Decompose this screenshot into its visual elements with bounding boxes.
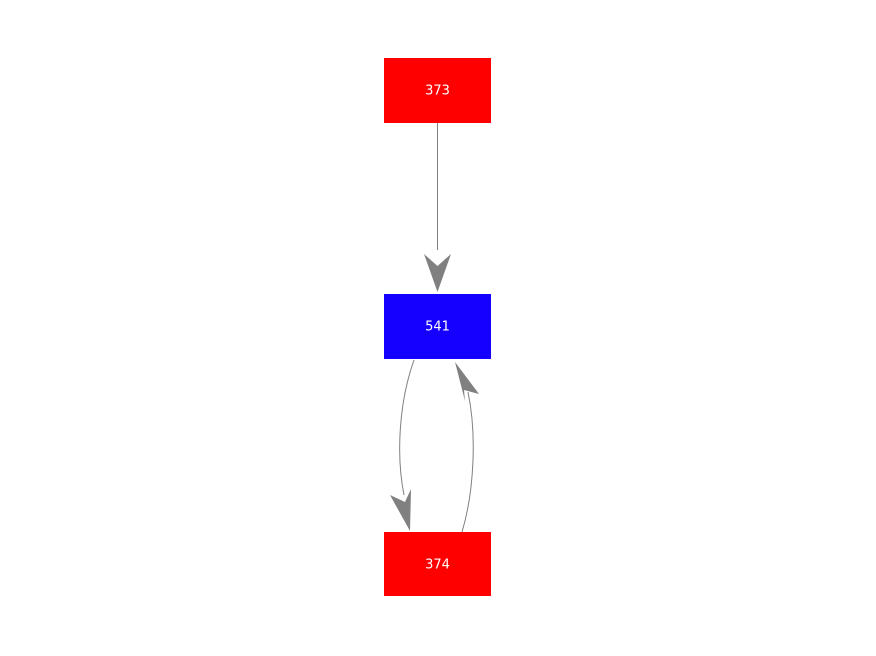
node-group: 373 541 374 <box>384 58 491 596</box>
edge-line <box>399 359 415 496</box>
node-541-rect[interactable] <box>384 294 491 359</box>
edge-line <box>461 391 474 533</box>
node-374[interactable]: 374 <box>384 532 491 596</box>
edge-541-to-374[interactable] <box>390 359 415 531</box>
node-373[interactable]: 373 <box>384 58 491 123</box>
arrowhead-up-icon <box>455 362 479 401</box>
node-541-label: 541 <box>425 320 450 335</box>
node-373-label: 373 <box>425 84 450 99</box>
node-541[interactable]: 541 <box>384 294 491 359</box>
edge-374-to-541[interactable] <box>455 362 479 533</box>
edge-373-to-541[interactable] <box>424 123 451 292</box>
node-374-rect[interactable] <box>384 532 491 596</box>
arrowhead-down-icon <box>390 489 411 531</box>
node-374-label: 374 <box>425 558 450 573</box>
node-373-rect[interactable] <box>384 58 491 123</box>
edge-group <box>390 123 479 533</box>
arrowhead-down-icon <box>424 254 451 292</box>
